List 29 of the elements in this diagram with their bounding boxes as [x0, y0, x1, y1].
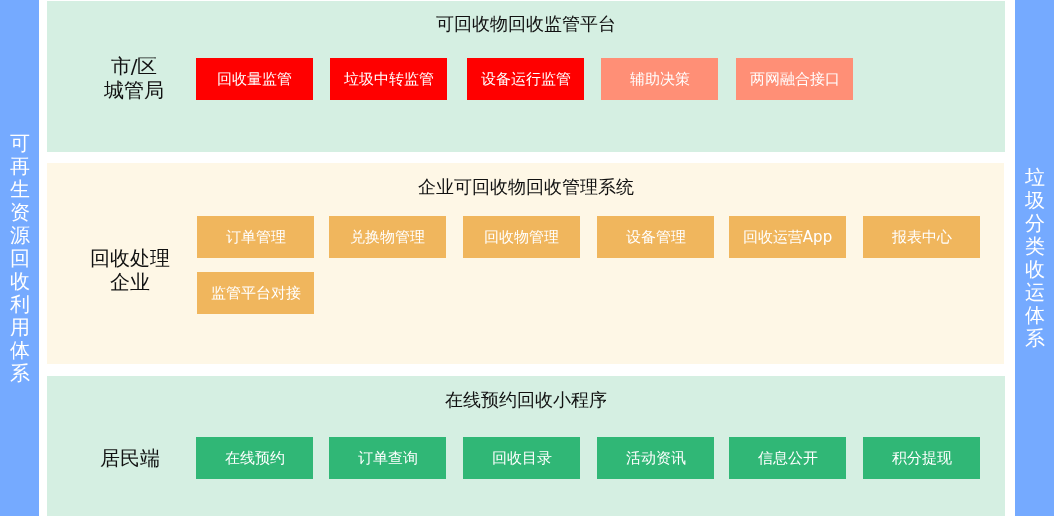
module-box: 两网融合接口 — [736, 58, 853, 100]
module-box: 辅助决策 — [601, 58, 718, 100]
layer-label: 居民端 — [99, 446, 161, 470]
layer-panel — [47, 376, 1005, 516]
module-box: 报表中心 — [863, 216, 980, 258]
module-box: 回收目录 — [463, 437, 580, 479]
layer-label: 回收处理企业 — [89, 246, 171, 294]
module-box: 监管平台对接 — [197, 272, 314, 314]
layer-panel — [47, 1, 1005, 152]
module-box: 回收运营App — [729, 216, 846, 258]
layer-panel — [47, 163, 1004, 364]
module-box: 信息公开 — [729, 437, 846, 479]
module-box: 订单管理 — [197, 216, 314, 258]
panel-title: 可回收物回收监管平台 — [436, 13, 616, 35]
module-box: 设备管理 — [597, 216, 714, 258]
module-box: 垃圾中转监管 — [330, 58, 447, 100]
module-box: 回收量监管 — [196, 58, 313, 100]
module-box: 设备运行监管 — [467, 58, 584, 100]
panel-title: 企业可回收物回收管理系统 — [417, 176, 634, 198]
module-box: 在线预约 — [196, 437, 313, 479]
module-box: 积分提现 — [863, 437, 980, 479]
module-box: 订单查询 — [329, 437, 446, 479]
panel-title: 在线预约回收小程序 — [445, 389, 607, 411]
side-band: 可再生资源回收利用体系 — [0, 0, 39, 516]
module-box: 活动资讯 — [597, 437, 714, 479]
module-box: 兑换物管理 — [329, 216, 446, 258]
layer-label: 市/区城管局 — [103, 54, 165, 102]
side-band: 垃圾分类收运体系 — [1015, 0, 1054, 516]
module-box: 回收物管理 — [463, 216, 580, 258]
